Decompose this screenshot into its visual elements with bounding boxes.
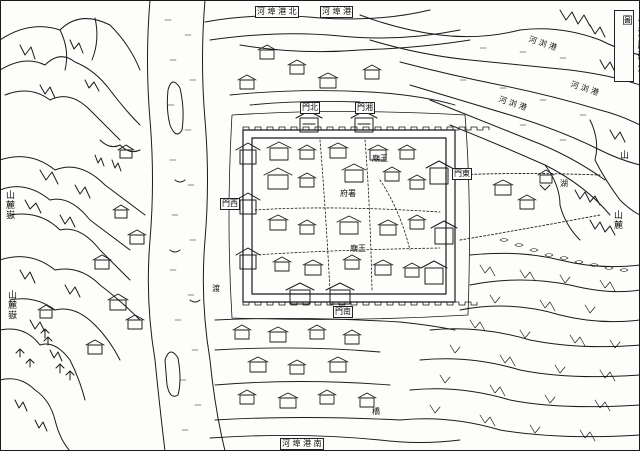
north-suburb bbox=[229, 44, 456, 106]
gate-towers bbox=[235, 110, 458, 305]
label-bridge: 橋 bbox=[372, 407, 380, 416]
label-river-south: 河 埠 港 南 bbox=[280, 438, 324, 450]
label-lake: 湖 bbox=[560, 179, 568, 188]
label-mountain-west-2: 山麓嶽 bbox=[6, 290, 16, 320]
label-gate-east: 門東 bbox=[452, 168, 472, 180]
label-river-north: 河 埠 港 北 bbox=[255, 6, 299, 18]
city-streets bbox=[254, 139, 441, 291]
label-mountain-east: 山 bbox=[618, 150, 628, 160]
label-temple-south: 廟王 bbox=[350, 244, 366, 253]
label-mountain-east-2: 山麓 bbox=[612, 210, 622, 230]
southeast-hills bbox=[399, 238, 640, 442]
label-temple-north: 廟王 bbox=[372, 154, 388, 163]
northeast-terrain bbox=[359, 9, 640, 241]
label-river-north-2: 河 埠 港 bbox=[320, 6, 354, 18]
map-title: 長沙府疆城圖 bbox=[620, 15, 640, 75]
xiang-river bbox=[147, 0, 226, 451]
moat bbox=[228, 111, 470, 320]
city-buildings bbox=[263, 141, 427, 278]
label-gate-south: 門南 bbox=[333, 306, 353, 318]
label-gate-north-1: 門北 bbox=[300, 102, 320, 114]
map-title-cartouche: 長沙府疆城圖 bbox=[614, 10, 640, 82]
west-mountains bbox=[0, 17, 147, 451]
label-mountain-west: 山麓嶽 bbox=[4, 190, 14, 220]
north-river bbox=[204, 9, 471, 53]
label-gate-north-2: 門湘 bbox=[355, 102, 375, 114]
label-gate-west: 門西 bbox=[220, 198, 240, 210]
east-suburb bbox=[454, 169, 601, 241]
label-yamen: 府署 bbox=[340, 189, 356, 198]
label-ferry: 渡 bbox=[212, 284, 220, 293]
city-wall bbox=[242, 126, 490, 306]
south-suburb bbox=[209, 317, 461, 443]
